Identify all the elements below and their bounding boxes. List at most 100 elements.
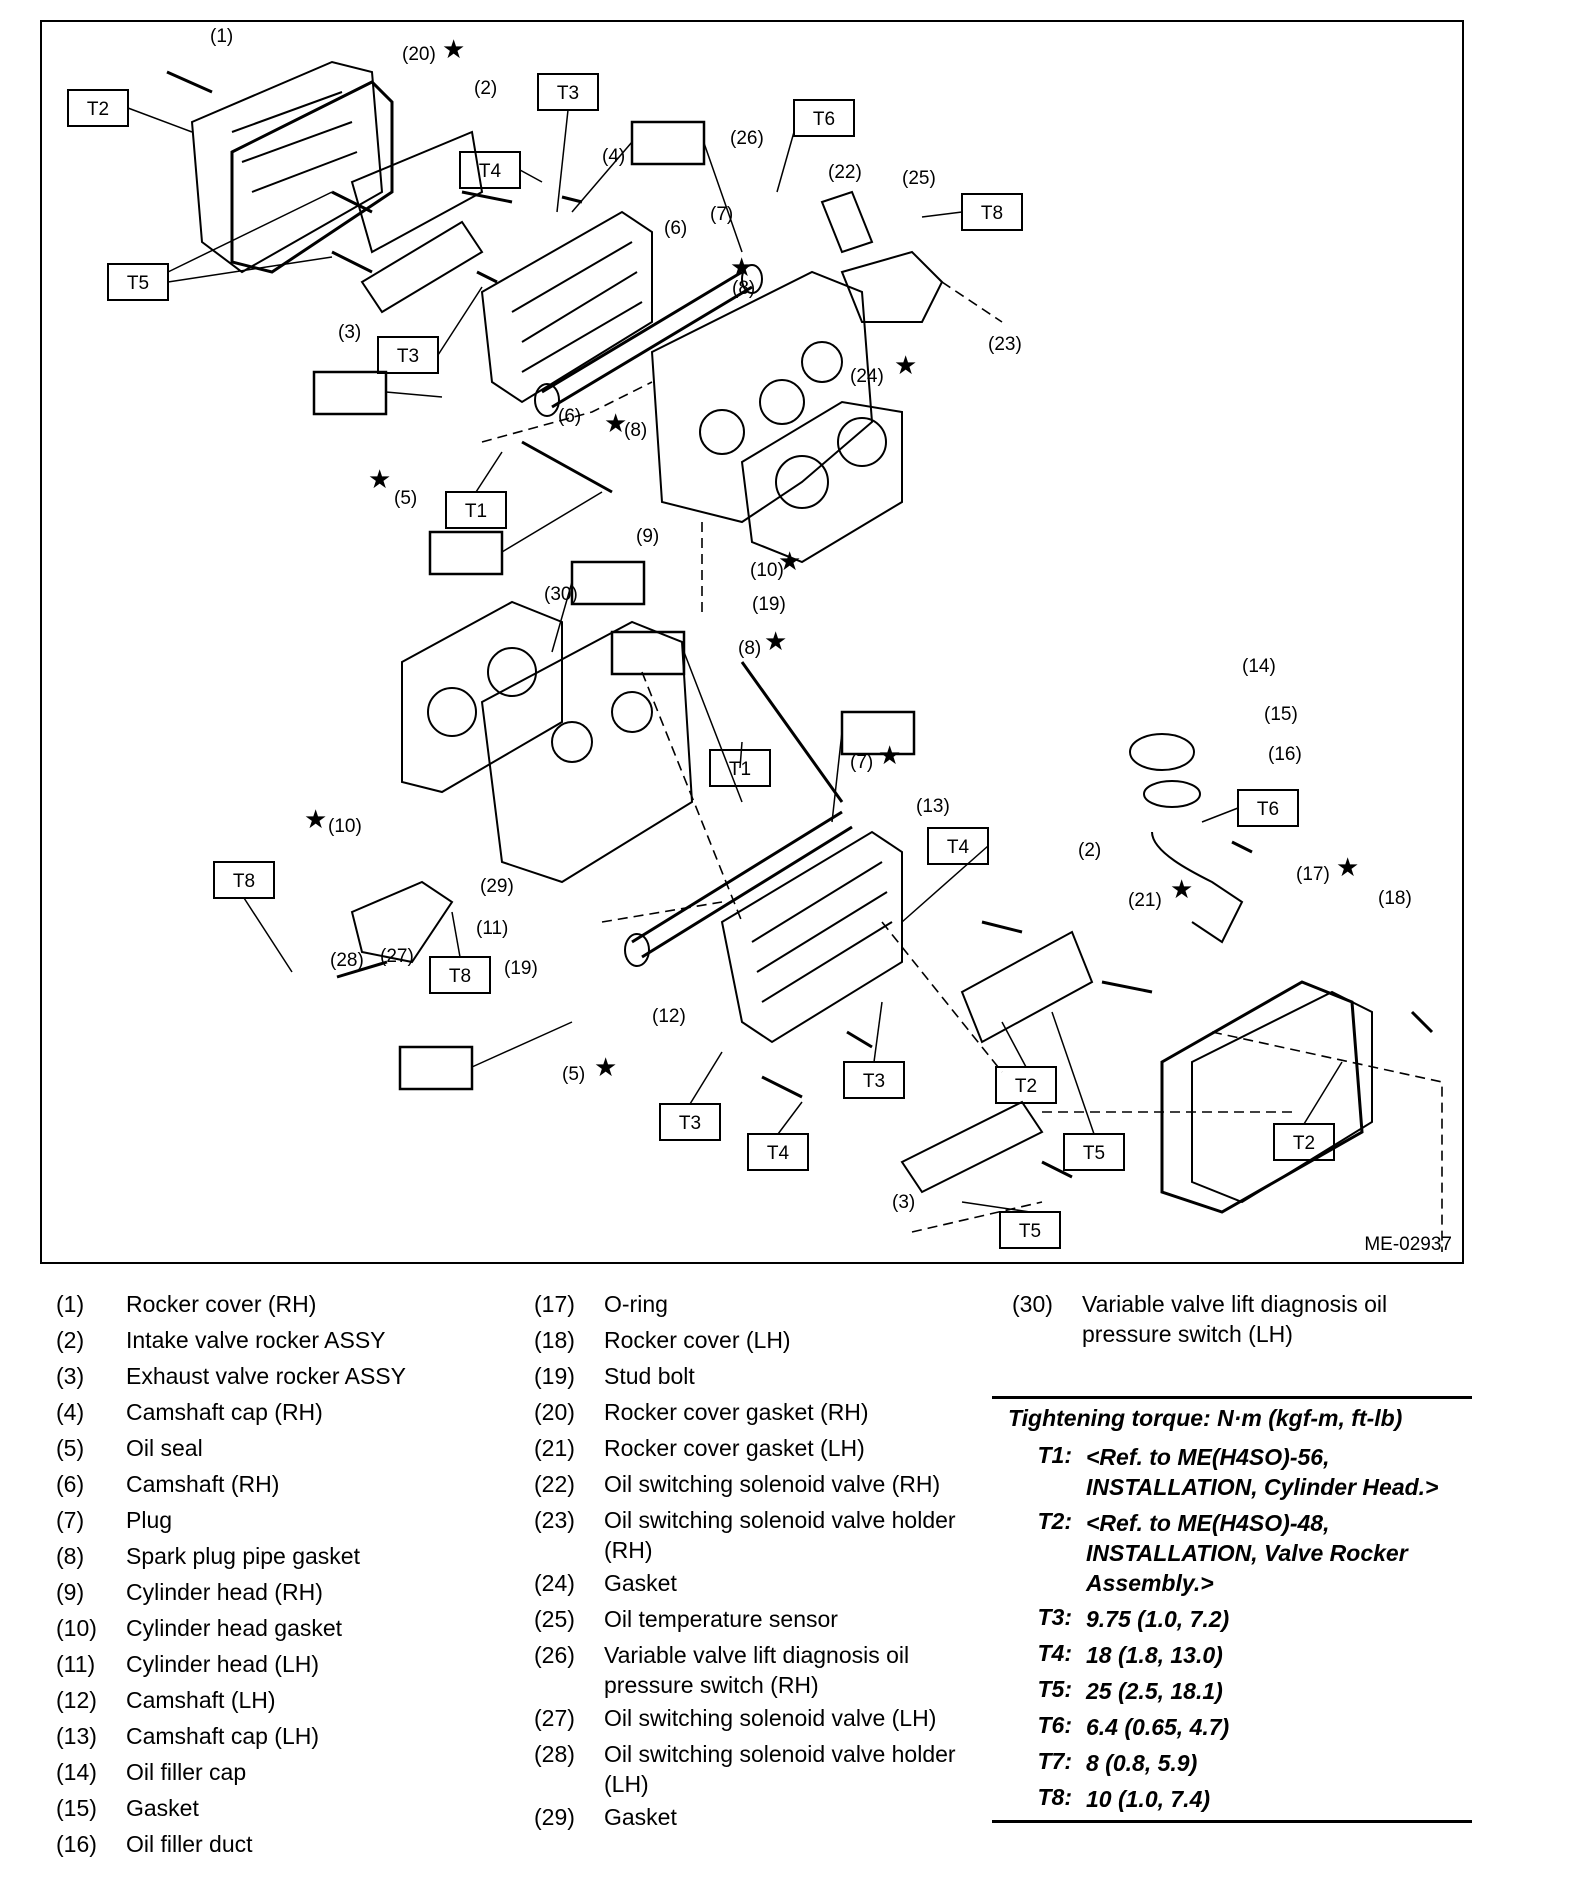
legend-item: (23)Oil switching solenoid valve holder … — [534, 1502, 994, 1565]
legend-item-number: (7) — [56, 1507, 85, 1533]
legend-item-number: (20) — [534, 1399, 575, 1425]
legend-item-text: O-ring — [604, 1291, 668, 1317]
oil-icon-4 — [398, 1045, 474, 1091]
callout-4: (4) — [602, 146, 625, 167]
torque-tag-t8-b: T8 — [233, 871, 255, 892]
legend-item: (9)Cylinder head (RH) — [56, 1574, 516, 1610]
callout-13: (13) — [916, 796, 950, 817]
legend-item: (21)Rocker cover gasket (LH) — [534, 1430, 994, 1466]
legend-item-number: (15) — [56, 1795, 97, 1821]
legend-item-number: (27) — [534, 1705, 575, 1731]
rocker-cover-lh-shape — [1191, 990, 1373, 1204]
exhaust-rocker-rh-shape — [360, 220, 484, 314]
legend-item: (22) Oil switching solenoid valve (RH) — [534, 1466, 994, 1502]
torque-tag-t5-c: T5 — [1019, 1221, 1041, 1242]
torque-row: T2:<Ref. to ME(H4SO)-48, INSTALLATION, V… — [992, 1508, 1472, 1598]
legend-item: (10)Cylinder head gasket — [56, 1610, 516, 1646]
legend-item: (19)Stud bolt — [534, 1358, 994, 1394]
legend-item: (11)Cylinder head (LH) — [56, 1646, 516, 1682]
legend-item-number: (24) — [534, 1570, 575, 1596]
intake-rocker-rh-shape — [350, 130, 484, 254]
legend-item-text: Variable valve lift diagnosis oil pressu… — [604, 1642, 910, 1698]
torque-label: T7: — [1037, 1748, 1073, 1774]
legend-item-number: (21) — [534, 1435, 575, 1461]
legend-item-number: (6) — [56, 1471, 85, 1497]
torque-tag-t8-a: T8 — [981, 203, 1003, 224]
figure-code: ME-02937 — [1364, 1234, 1452, 1255]
legend-item-number: (16) — [56, 1831, 97, 1857]
legend-item: (3)Exhaust valve rocker ASSY — [56, 1358, 516, 1394]
legend-item: (27)Oil switching solenoid valve (LH) — [534, 1700, 994, 1736]
torque-value: 6.4 (0.65, 4.7) — [1086, 1714, 1230, 1740]
callout-24: (24) — [850, 366, 884, 387]
filler-gasket-shape — [1143, 780, 1201, 808]
legend-column-3: (30)Variable valve lift diagnosis oil pr… — [1012, 1286, 1452, 1349]
torque-tag-t3-d: T3 — [679, 1113, 701, 1134]
legend-item: (20)Rocker cover gasket (RH) — [534, 1394, 994, 1430]
torque-value: 10 (1.0, 7.4) — [1086, 1786, 1211, 1812]
star-8: ★ — [604, 408, 627, 438]
star-26: ★ — [730, 252, 753, 282]
callout-6b: (6) — [558, 406, 581, 427]
torque-top-rule — [992, 1396, 1472, 1399]
legend-item: (13)Camshaft cap (LH) — [56, 1718, 516, 1754]
legend-item-text: Gasket — [126, 1795, 199, 1821]
legend-item-text: Oil seal — [126, 1435, 203, 1461]
torque-tag-t5-b: T5 — [1083, 1143, 1105, 1164]
legend-item-text: Rocker cover (LH) — [604, 1327, 791, 1353]
legend-item: (8)Spark plug pipe gasket — [56, 1538, 516, 1574]
callout-28: (28) — [330, 950, 364, 971]
torque-tag-t3-c: T3 — [863, 1071, 885, 1092]
legend-item-text: Gasket — [604, 1570, 677, 1596]
camshaft-cap-rh-shape — [480, 210, 653, 404]
torque-value: 25 (2.5, 18.1) — [1086, 1678, 1223, 1704]
star-24: ★ — [894, 350, 917, 380]
legend-column-2: (17)O-ring(18)Rocker cover (LH)(19)Stud … — [534, 1286, 994, 1835]
legend-item: (5)Oil seal — [56, 1430, 516, 1466]
torque-rows: T1:<Ref. to ME(H4SO)-56, INSTALLATION, C… — [992, 1442, 1472, 1814]
legend-item-number: (25) — [534, 1606, 575, 1632]
callout-6: (6) — [664, 218, 687, 239]
legend-item-text: Oil switching solenoid valve (RH) — [604, 1471, 941, 1497]
grease-icon-2 — [570, 560, 646, 606]
star-21: ★ — [1170, 874, 1193, 904]
torque-row: T6:6.4 (0.65, 4.7) — [992, 1712, 1472, 1742]
torque-row: T7:8 (0.8, 5.9) — [992, 1748, 1472, 1778]
torque-tag-t3-a: T3 — [557, 83, 579, 104]
legend-item-text: Camshaft cap (LH) — [126, 1723, 320, 1749]
torque-value: <Ref. to ME(H4SO)-56, INSTALLATION, Cyli… — [1086, 1444, 1439, 1500]
callout-30: (30) — [544, 584, 578, 605]
torque-row: T5:25 (2.5, 18.1) — [992, 1676, 1472, 1706]
legend-item-number: (1) — [56, 1291, 85, 1317]
legend-item-number: (10) — [56, 1615, 97, 1641]
callout-16: (16) — [1268, 744, 1302, 765]
legend-item-text: Intake valve rocker ASSY — [126, 1327, 386, 1353]
callout-2: (2) — [474, 78, 497, 99]
callout-15: (15) — [1264, 704, 1298, 725]
torque-tag-t2-a: T2 — [87, 99, 109, 120]
legend-item-text: Gasket — [604, 1804, 677, 1830]
legend-item-number: (4) — [56, 1399, 85, 1425]
legend-item: (30)Variable valve lift diagnosis oil pr… — [1012, 1286, 1452, 1349]
callout-25: (25) — [902, 168, 936, 189]
solenoid-holder-rh-shape — [840, 250, 944, 323]
callout-5: (5) — [394, 488, 417, 509]
star-10b: ★ — [304, 804, 327, 834]
legend-item-number: (22) — [534, 1471, 575, 1497]
callout-8b: (8) — [624, 420, 647, 441]
callout-9: (9) — [636, 526, 659, 547]
torque-label: T2: — [1037, 1508, 1073, 1534]
exploded-view-drawing: (1) (20) ★ (2) (4) (26) (22) (25) (6) (7… — [67, 26, 1443, 1252]
callout-29: (29) — [480, 876, 514, 897]
torque-row: T4:18 (1.8, 13.0) — [992, 1640, 1472, 1670]
callout-18: (18) — [1378, 888, 1412, 909]
callout-11: (11) — [476, 918, 508, 939]
cylinder-head-gasket-lh-shape — [401, 600, 563, 794]
legend-item-number: (18) — [534, 1327, 575, 1353]
camshaft-cap-lh-shape — [720, 830, 903, 1044]
camshaft-lh-shape — [631, 810, 853, 959]
callout-23: (23) — [988, 334, 1022, 355]
star-8c: ★ — [764, 626, 787, 656]
callout-19: (19) — [752, 594, 786, 615]
rocker-cover-gasket-rh-shape — [230, 80, 394, 274]
